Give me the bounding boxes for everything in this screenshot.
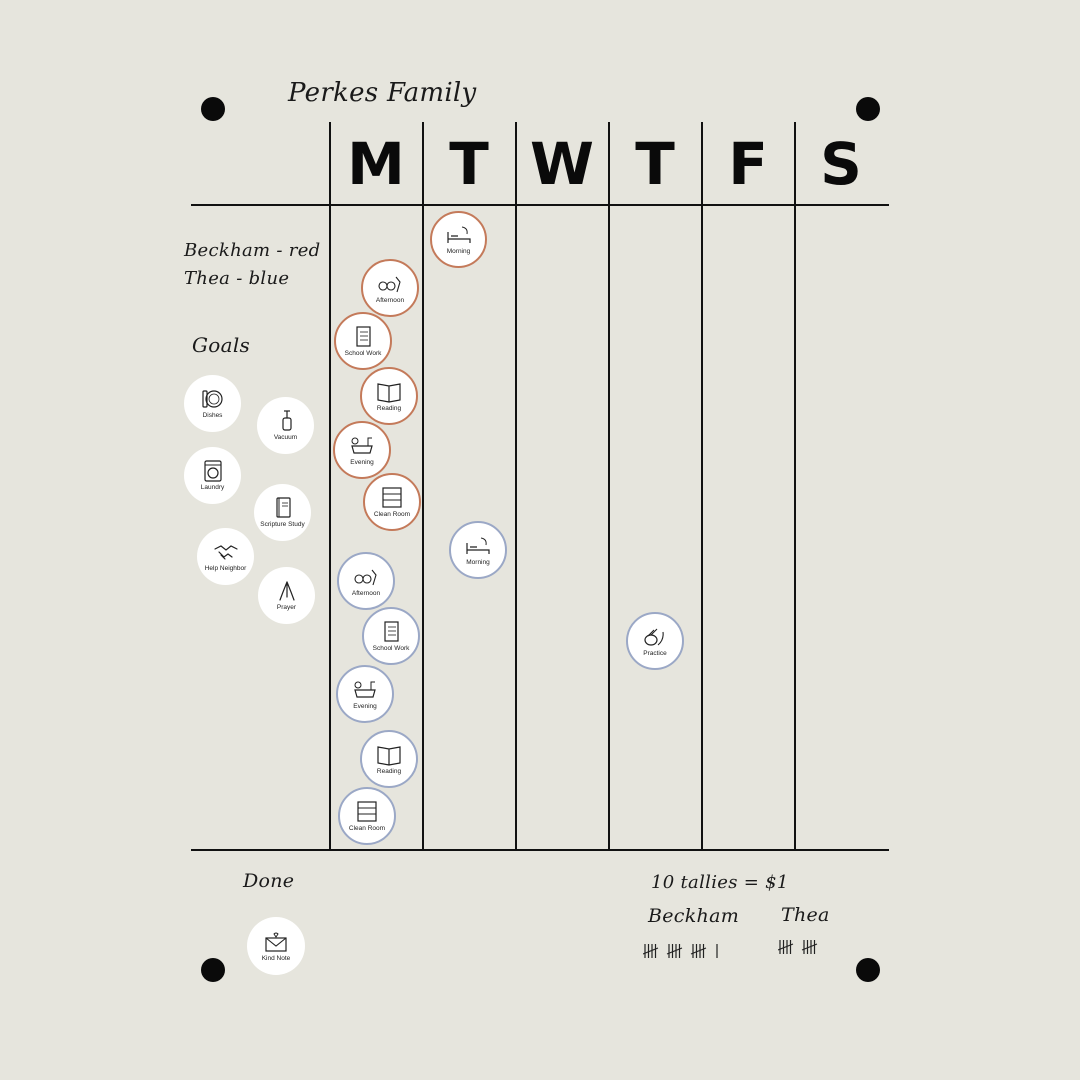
- goal-label: Help Neighbor: [204, 565, 247, 572]
- dresser-icon: [357, 800, 377, 822]
- tally-cross-stroke: [643, 947, 659, 955]
- notebook-icon: [384, 620, 399, 642]
- done-magnet-kind-note[interactable]: Kind Note: [247, 917, 305, 975]
- magnet-label: School Work: [344, 349, 382, 357]
- day-header-saturday: S: [820, 130, 862, 198]
- magnet-label: School Work: [372, 644, 410, 652]
- tally-cross-stroke: [778, 943, 794, 951]
- day-header-monday: M: [347, 130, 405, 198]
- tally-name-thea: Thea: [781, 904, 830, 926]
- magnet-label: Afternoon: [351, 589, 381, 597]
- thea-magnet-morning[interactable]: Morning: [449, 521, 507, 579]
- goal-magnet-scripture-study[interactable]: Scripture Study: [254, 484, 311, 541]
- header-rule: [191, 204, 889, 206]
- magnet-label: Reading: [376, 404, 402, 412]
- open-book-icon: [377, 745, 401, 766]
- thea-magnet-reading[interactable]: Reading: [360, 730, 418, 788]
- legend-thea: Thea - blue: [184, 268, 290, 289]
- snacks-icon: [354, 569, 377, 585]
- column-divider: [329, 122, 331, 851]
- thea-magnet-clean-room[interactable]: Clean Room: [338, 787, 396, 845]
- magnet-label: Morning: [466, 558, 490, 566]
- beckham-magnet-evening[interactable]: Evening: [333, 421, 391, 479]
- beckham-magnet-school-work[interactable]: School Work: [334, 312, 392, 370]
- column-divider: [701, 122, 703, 851]
- column-divider: [794, 122, 796, 851]
- magnet-label: Evening: [353, 702, 377, 710]
- goal-magnet-laundry[interactable]: Laundry: [184, 447, 241, 504]
- day-header-friday: F: [728, 130, 768, 198]
- thea-magnet-school-work[interactable]: School Work: [362, 607, 420, 665]
- corner-dot-top-left: [201, 97, 225, 121]
- thea-magnet-evening[interactable]: Evening: [336, 665, 394, 723]
- corner-dot-bottom-right: [856, 958, 880, 982]
- vacuum-icon: [281, 410, 292, 431]
- dishes-icon: [201, 390, 223, 408]
- tally-cross-stroke: [666, 947, 683, 955]
- prayer-hands-icon: [278, 581, 295, 601]
- open-book-icon: [377, 382, 401, 403]
- beckham-magnet-afternoon[interactable]: Afternoon: [361, 259, 419, 317]
- beckham-magnet-reading[interactable]: Reading: [360, 367, 418, 425]
- magnet-label: Clean Room: [348, 824, 386, 832]
- tally-marks-beckham: [643, 940, 743, 962]
- goal-magnet-vacuum[interactable]: Vacuum: [257, 397, 314, 454]
- laundry-icon: [203, 460, 222, 482]
- goal-magnet-prayer[interactable]: Prayer: [258, 567, 315, 624]
- bed-icon: [466, 537, 490, 554]
- done-heading: Done: [243, 870, 295, 892]
- tally-rule: 10 tallies = $1: [651, 872, 789, 893]
- goal-label: Vacuum: [273, 434, 298, 441]
- tally-name-beckham: Beckham: [648, 905, 740, 927]
- day-header-wednesday: W: [530, 130, 594, 198]
- dresser-icon: [382, 486, 402, 508]
- beckham-magnet-clean-room[interactable]: Clean Room: [363, 473, 421, 531]
- goal-magnet-help-neighbor[interactable]: Help Neighbor: [197, 528, 254, 585]
- envelope-heart-icon: [265, 932, 287, 952]
- goal-label: Dishes: [202, 412, 223, 419]
- bottom-rule: [191, 849, 889, 851]
- corner-dot-bottom-left: [201, 958, 225, 982]
- handshake-icon: [213, 545, 238, 560]
- tally-marks-thea: [778, 936, 838, 958]
- magnet-label: Morning: [446, 248, 471, 255]
- goal-label: Prayer: [276, 604, 297, 611]
- snacks-icon: [378, 276, 401, 292]
- board-title: Perkes Family: [288, 78, 477, 108]
- goal-magnet-dishes[interactable]: Dishes: [184, 375, 241, 432]
- scripture-icon: [275, 497, 291, 518]
- corner-dot-top-right: [856, 97, 880, 121]
- legend-beckham: Beckham - red: [184, 240, 321, 261]
- magnet-label: Evening: [350, 458, 374, 466]
- magnet-label: Practice: [643, 649, 667, 657]
- day-header-thursday: T: [635, 130, 675, 198]
- bath-icon: [354, 681, 376, 698]
- tally-cross-stroke: [690, 947, 707, 955]
- notebook-icon: [356, 325, 371, 347]
- column-divider: [608, 122, 610, 851]
- day-header-tuesday: T: [449, 130, 489, 198]
- bed-icon: [446, 226, 471, 243]
- column-divider: [422, 122, 424, 851]
- goal-label: Scripture Study: [260, 521, 305, 528]
- magnet-label: Clean Room: [373, 510, 411, 518]
- bath-icon: [351, 437, 373, 454]
- beckham-magnet-morning[interactable]: Morning: [430, 211, 487, 268]
- tally-cross-stroke: [801, 943, 818, 951]
- goals-heading: Goals: [192, 333, 251, 357]
- magnet-label: Afternoon: [375, 296, 405, 304]
- thea-magnet-practice[interactable]: Practice: [626, 612, 684, 670]
- magnet-label: Reading: [376, 767, 402, 775]
- goal-label: Laundry: [200, 484, 225, 491]
- column-divider: [515, 122, 517, 851]
- ballet-shoes-icon: [644, 628, 664, 646]
- magnet-label: Kind Note: [261, 954, 291, 962]
- thea-magnet-afternoon[interactable]: Afternoon: [337, 552, 395, 610]
